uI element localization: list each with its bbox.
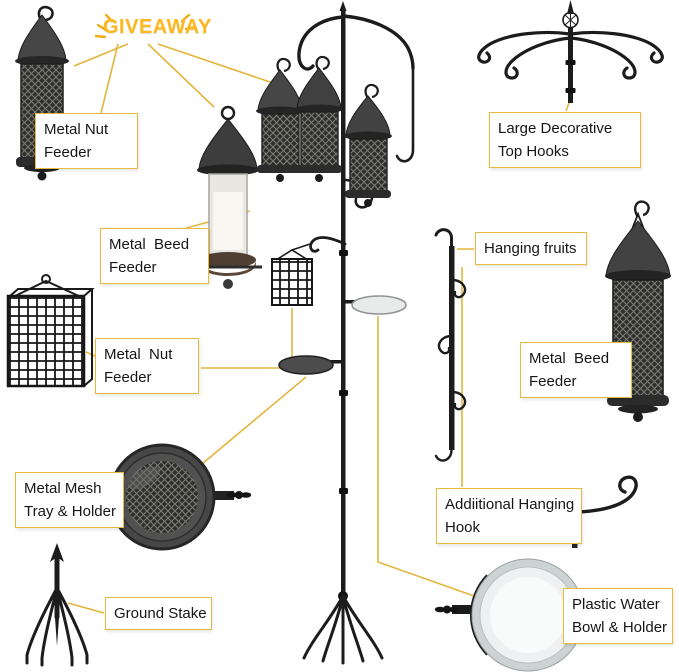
label-large-decorative-top-hooks: Large Decorative Top Hooks — [489, 112, 641, 168]
plastic-water-bowl — [434, 558, 585, 672]
label-hanging-fruits: Hanging fruits — [475, 232, 587, 265]
dish-arm-left — [330, 360, 342, 364]
metal-nut-cage-feeder — [6, 274, 95, 388]
giveaway-headline: GIVEAWAY — [103, 16, 212, 38]
giveaway-sparkle-icon — [94, 13, 197, 39]
label-text-line: Addiitional Hanging — [445, 496, 575, 513]
label-text-line: Large Decorative — [498, 120, 613, 137]
label-text-line: Hanging fruits — [484, 240, 577, 257]
hanging-fruits-hooks — [434, 228, 467, 462]
label-text-line: Plastic Water — [572, 596, 660, 613]
label-text-line: Feeder — [109, 259, 157, 276]
metal-mesh-tray — [108, 443, 252, 551]
dish-arm-right — [345, 300, 357, 304]
label-text-line: Metal Nut — [44, 121, 109, 138]
ground-stake — [25, 543, 89, 667]
label-text-line: Metal Beed — [529, 350, 610, 367]
label-text-line: Ground Stake — [114, 605, 207, 622]
label-text-line: Tray & Holder — [24, 503, 116, 520]
label-metal-nut-feeder-2: Metal Nut Feeder — [95, 338, 199, 394]
label-text-line: Metal Mesh — [24, 480, 102, 497]
mesh-tube-feeder-left — [256, 57, 304, 182]
label-text-line: Metal Nut — [104, 346, 173, 363]
label-text-line: Hook — [445, 519, 481, 536]
label-metal-nut-feeder-1: Metal Nut Feeder — [35, 113, 138, 169]
small-mesh-feeder — [271, 243, 313, 306]
label-text-line: Feeder — [104, 369, 152, 386]
label-metal-beed-feeder-1: Metal Beed Feeder — [100, 228, 209, 284]
label-metal-beed-feeder-2: Metal Beed Feeder — [520, 342, 632, 398]
label-text-line: Metal Beed — [109, 236, 190, 253]
label-metal-mesh-tray: Metal Mesh Tray & Holder — [15, 472, 124, 528]
large-decorative-top-hooks — [477, 0, 664, 103]
pole-water-dish — [351, 295, 407, 315]
label-ground-stake: Ground Stake — [105, 597, 212, 630]
label-text-line: Feeder — [44, 144, 92, 161]
pole-base-prongs — [302, 594, 384, 665]
label-text-line: Bowl & Holder — [572, 619, 668, 636]
label-additional-hanging-hook: Addiitional Hanging Hook — [436, 488, 582, 544]
mesh-tube-feeder-hanging — [344, 83, 392, 207]
label-plastic-water-bowl: Plastic Water Bowl & Holder — [563, 588, 673, 644]
label-text-line: Feeder — [529, 373, 577, 390]
label-text-line: Top Hooks — [498, 143, 569, 160]
mesh-tube-feeder-right — [295, 55, 343, 182]
pole-mesh-dish — [278, 355, 334, 375]
